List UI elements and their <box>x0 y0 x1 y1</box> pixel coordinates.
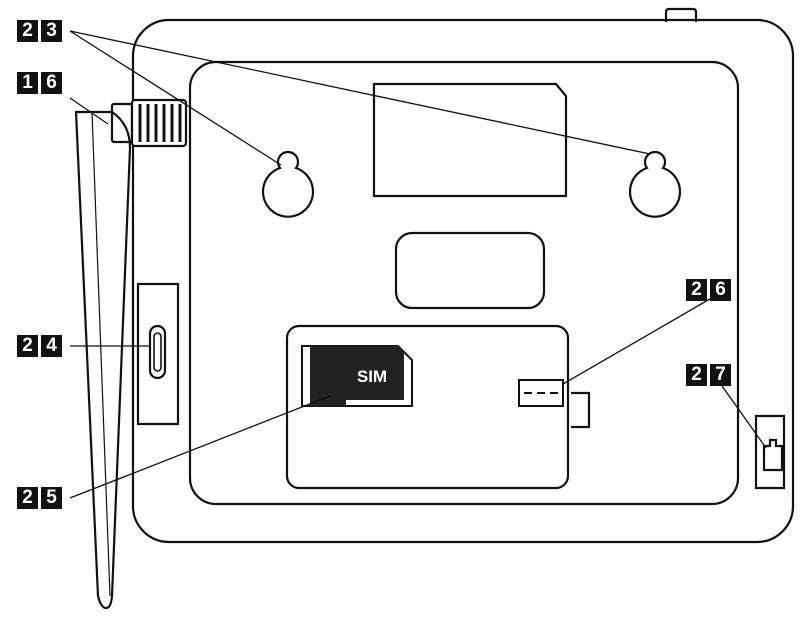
callout-digit: 6 <box>41 72 62 94</box>
usb-panel <box>136 282 180 426</box>
top-tab <box>664 7 698 22</box>
compartment-latch <box>571 391 591 429</box>
callout-digit: 4 <box>41 335 62 357</box>
connector-header-icon <box>518 379 564 407</box>
keyhole-left-icon <box>261 150 315 218</box>
callout-25: 2 5 <box>17 487 62 509</box>
callout-26: 2 6 <box>686 279 731 301</box>
leader-lines <box>69 30 767 499</box>
callout-24: 2 4 <box>17 335 62 357</box>
callout-digit: 2 <box>686 279 707 301</box>
callout-digit: 3 <box>41 20 62 42</box>
sim-card-icon: SIM <box>301 345 413 407</box>
callout-digit: 6 <box>710 279 731 301</box>
sim-label: SIM <box>357 367 387 386</box>
callout-digit: 2 <box>17 20 38 42</box>
callout-27: 2 7 <box>686 364 731 386</box>
inner-panel <box>188 60 740 506</box>
phone-jack-panel <box>754 414 786 490</box>
callout-23: 2 3 <box>17 20 62 42</box>
label-area <box>372 82 568 198</box>
antenna-icon <box>74 98 188 610</box>
callout-digit: 2 <box>17 487 38 509</box>
callout-digit: 2 <box>686 364 707 386</box>
display-window <box>394 231 546 310</box>
callout-digit: 7 <box>710 364 731 386</box>
callout-digit: 1 <box>17 72 38 94</box>
callout-digit: 2 <box>17 335 38 357</box>
device-housing <box>131 18 795 544</box>
sim-compartment <box>285 324 570 490</box>
usb-c-port-icon <box>148 324 167 380</box>
phone-jack-icon <box>762 438 784 472</box>
callout-digit: 5 <box>41 487 62 509</box>
callout-16: 1 6 <box>17 72 62 94</box>
keyhole-right-icon <box>628 150 682 218</box>
